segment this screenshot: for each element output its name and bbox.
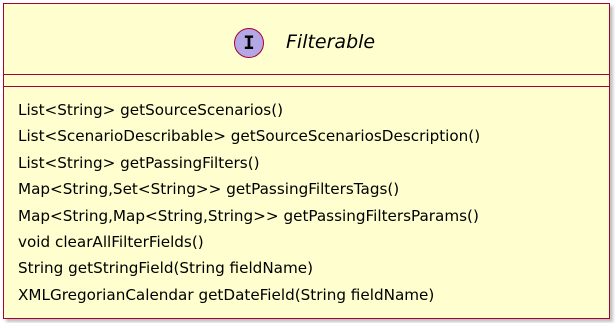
method-item: Map<String,Map<String,String>> getPassin…: [18, 206, 479, 225]
interface-class-box: I Filterable List<String> getSourceScena…: [3, 3, 610, 319]
attributes-divider: [4, 74, 609, 75]
method-item: void clearAllFilterFields(): [18, 232, 204, 251]
method-item: List<ScenarioDescribable> getSourceScena…: [18, 127, 481, 146]
interface-badge-letter: I: [243, 32, 255, 54]
method-item: Map<String,Set<String>> getPassingFilter…: [18, 180, 400, 199]
method-list: List<String> getSourceScenarios() List<S…: [18, 97, 480, 308]
method-item: XMLGregorianCalendar getDateField(String…: [18, 285, 435, 304]
class-header: I Filterable: [4, 4, 609, 74]
method-item: String getStringField(String fieldName): [18, 259, 314, 278]
interface-badge-icon: I: [234, 28, 264, 58]
method-item: List<String> getPassingFilters(): [18, 153, 260, 172]
methods-divider: [4, 86, 609, 87]
method-item: List<String> getSourceScenarios(): [18, 101, 284, 119]
class-name: Filterable: [286, 31, 376, 53]
